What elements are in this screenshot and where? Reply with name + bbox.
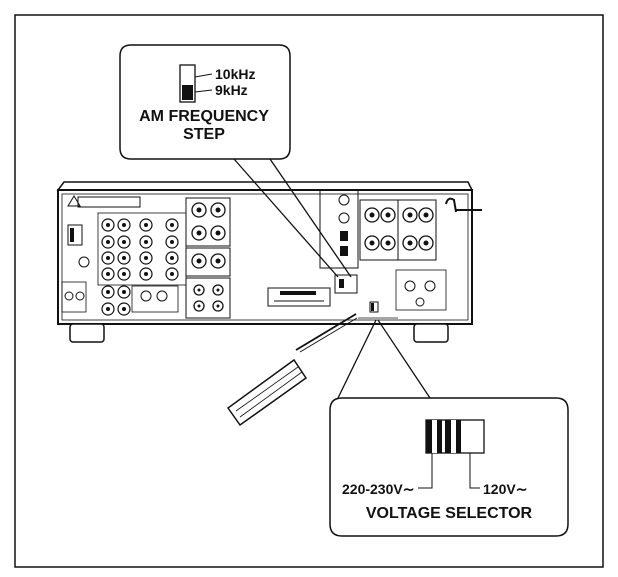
rca-jack-grid-right <box>319 189 447 311</box>
am-option-10khz-label: 10kHz <box>215 66 256 82</box>
outer-frame <box>14 14 604 568</box>
am-option-9khz-label: 9kHz <box>215 82 248 98</box>
voltage-selector-title: VOLTAGE SELECTOR <box>365 505 533 522</box>
rca-jack-grid-center <box>185 197 231 319</box>
receiver-feet <box>69 323 449 343</box>
voltage-option-120-label: 120V∼ <box>483 481 528 497</box>
voltage-selector-callout <box>329 319 569 537</box>
screwdriver-icon <box>226 313 358 427</box>
rca-jack-grid-left <box>101 218 179 316</box>
am-frequency-callout <box>119 44 352 278</box>
am-frequency-title-line2: STEP <box>183 126 225 143</box>
am-switch-knob <box>182 85 193 100</box>
am-frequency-title-line1: AM FREQUENCY <box>139 108 269 125</box>
receiver-back-panel <box>56 181 482 325</box>
voltage-option-220-230-label: 220-230V∼ <box>342 481 415 497</box>
